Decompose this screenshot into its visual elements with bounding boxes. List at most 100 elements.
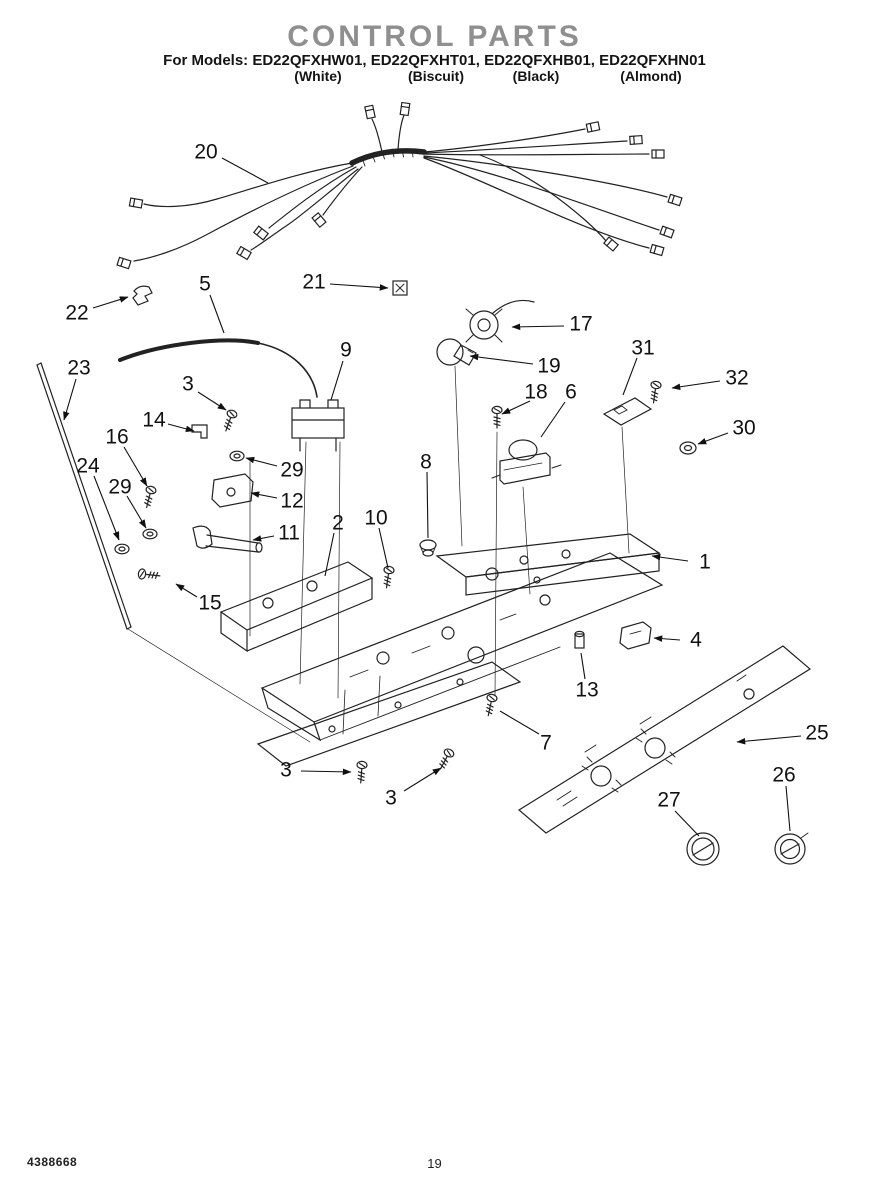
footer-document-code: 4388668 <box>27 1155 78 1169</box>
callout-leader-18 <box>501 400 531 415</box>
part-14-clip <box>191 424 208 439</box>
callout-leader-5 <box>209 294 225 334</box>
part-callout-6: 6 <box>565 381 577 404</box>
part-27-knob <box>686 832 720 866</box>
part-6-control <box>491 439 562 485</box>
part-callout-10: 10 <box>364 507 387 530</box>
part-31-bracket <box>602 397 653 426</box>
callout-leader-19 <box>469 353 534 365</box>
callout-leader-21 <box>329 283 389 291</box>
callout-leader-8 <box>426 471 429 539</box>
callout-leader-1 <box>651 553 689 562</box>
part-20-wire-harness <box>116 101 683 270</box>
models-line: For Models: ED22QFXHW01, ED22QFXHT01, ED… <box>163 52 706 69</box>
callout-leader-4 <box>653 635 681 642</box>
callout-leader-15 <box>175 583 198 598</box>
callout-leader-27 <box>674 810 700 837</box>
color-label-almond: (Almond) <box>620 68 682 84</box>
part-1-control-housing <box>256 533 664 767</box>
assembly-alignment-lines <box>127 365 630 743</box>
callout-leader-22 <box>92 296 129 309</box>
part-callout-30: 30 <box>732 417 755 440</box>
color-label-white: (White) <box>294 68 342 84</box>
part-13-plug <box>574 630 585 649</box>
callout-leader-11 <box>252 535 275 542</box>
callout-leader-12 <box>250 491 278 499</box>
callout-leader-30 <box>697 432 729 445</box>
callout-leader-lines <box>63 157 802 837</box>
part-7-screw <box>482 692 499 718</box>
callout-leader-31 <box>622 357 638 396</box>
callout-leader-3 <box>300 768 352 776</box>
page-title: CONTROL PARTS <box>287 20 582 53</box>
part-callout-1: 1 <box>699 551 711 574</box>
callout-leader-29 <box>126 495 147 529</box>
callout-leader-6 <box>540 401 566 438</box>
callout-leader-23 <box>63 378 77 421</box>
callout-leader-29 <box>245 456 278 467</box>
part-callout-2: 2 <box>332 512 344 535</box>
part-callout-15: 15 <box>198 592 221 615</box>
part-callout-3: 3 <box>280 759 292 782</box>
part-callout-9: 9 <box>340 339 352 362</box>
callout-leader-17 <box>511 323 565 331</box>
callout-leader-9 <box>330 360 344 401</box>
part-callout-20: 20 <box>194 141 217 164</box>
part-callout-24: 24 <box>76 455 100 478</box>
part-callout-21: 21 <box>302 271 325 294</box>
part-15-bolt <box>137 568 162 582</box>
callout-leader-25 <box>736 735 802 745</box>
callout-leader-13 <box>580 652 586 680</box>
part-30-grommet <box>679 441 697 455</box>
callout-leader-10 <box>378 527 389 569</box>
part-callout-27: 27 <box>657 789 680 812</box>
part-callout-14: 14 <box>142 409 166 432</box>
part-17-lamp-socket <box>465 299 535 343</box>
part-callout-32: 32 <box>725 367 748 390</box>
callout-leader-32 <box>671 380 721 391</box>
callout-leader-7 <box>499 710 540 735</box>
part-callout-7: 7 <box>540 732 552 755</box>
part-5-tube <box>118 338 318 398</box>
part-25-control-panel <box>517 645 812 834</box>
color-label-black: (Black) <box>512 68 560 84</box>
part-callout-26: 26 <box>772 764 795 787</box>
part-21-clip <box>392 280 408 296</box>
footer-page-number: 19 <box>427 1156 442 1171</box>
part-12-bracket <box>211 473 254 508</box>
part-callout-18: 18 <box>524 381 547 404</box>
part-callout-12: 12 <box>280 490 303 513</box>
part-18-screw <box>491 405 503 429</box>
exploded-view-art <box>36 101 812 866</box>
part-10-screw <box>380 565 396 590</box>
part-callout-11: 11 <box>278 522 300 545</box>
callout-leader-24 <box>93 475 120 541</box>
part-callout-3: 3 <box>385 787 397 810</box>
callout-leader-20 <box>221 157 269 184</box>
part-callout-5: 5 <box>199 273 211 296</box>
part-callout-25: 25 <box>805 722 828 745</box>
part-callout-16: 16 <box>105 426 128 449</box>
part-callout-4: 4 <box>690 629 702 652</box>
part-2-bracket <box>219 561 374 653</box>
callout-leader-3 <box>403 767 442 792</box>
callout-leader-16 <box>123 446 148 487</box>
callout-leader-14 <box>167 423 195 433</box>
part-callout-29: 29 <box>280 459 303 482</box>
part-callout-19: 19 <box>537 355 560 378</box>
part-19-bulb <box>436 338 477 366</box>
part-9-switch <box>291 399 345 452</box>
part-callout-17: 17 <box>569 313 592 336</box>
part-24-washer <box>114 543 130 555</box>
part-4-clip <box>619 621 652 650</box>
part-callout-22: 22 <box>65 302 88 325</box>
part-26-knob <box>774 832 809 865</box>
part-callout-31: 31 <box>631 337 654 360</box>
part-32-screw <box>647 380 663 405</box>
part-23-capillary-tube <box>36 362 132 630</box>
color-label-biscuit: (Biscuit) <box>408 68 464 84</box>
callout-leader-26 <box>785 785 791 832</box>
part-callout-13: 13 <box>575 679 598 702</box>
